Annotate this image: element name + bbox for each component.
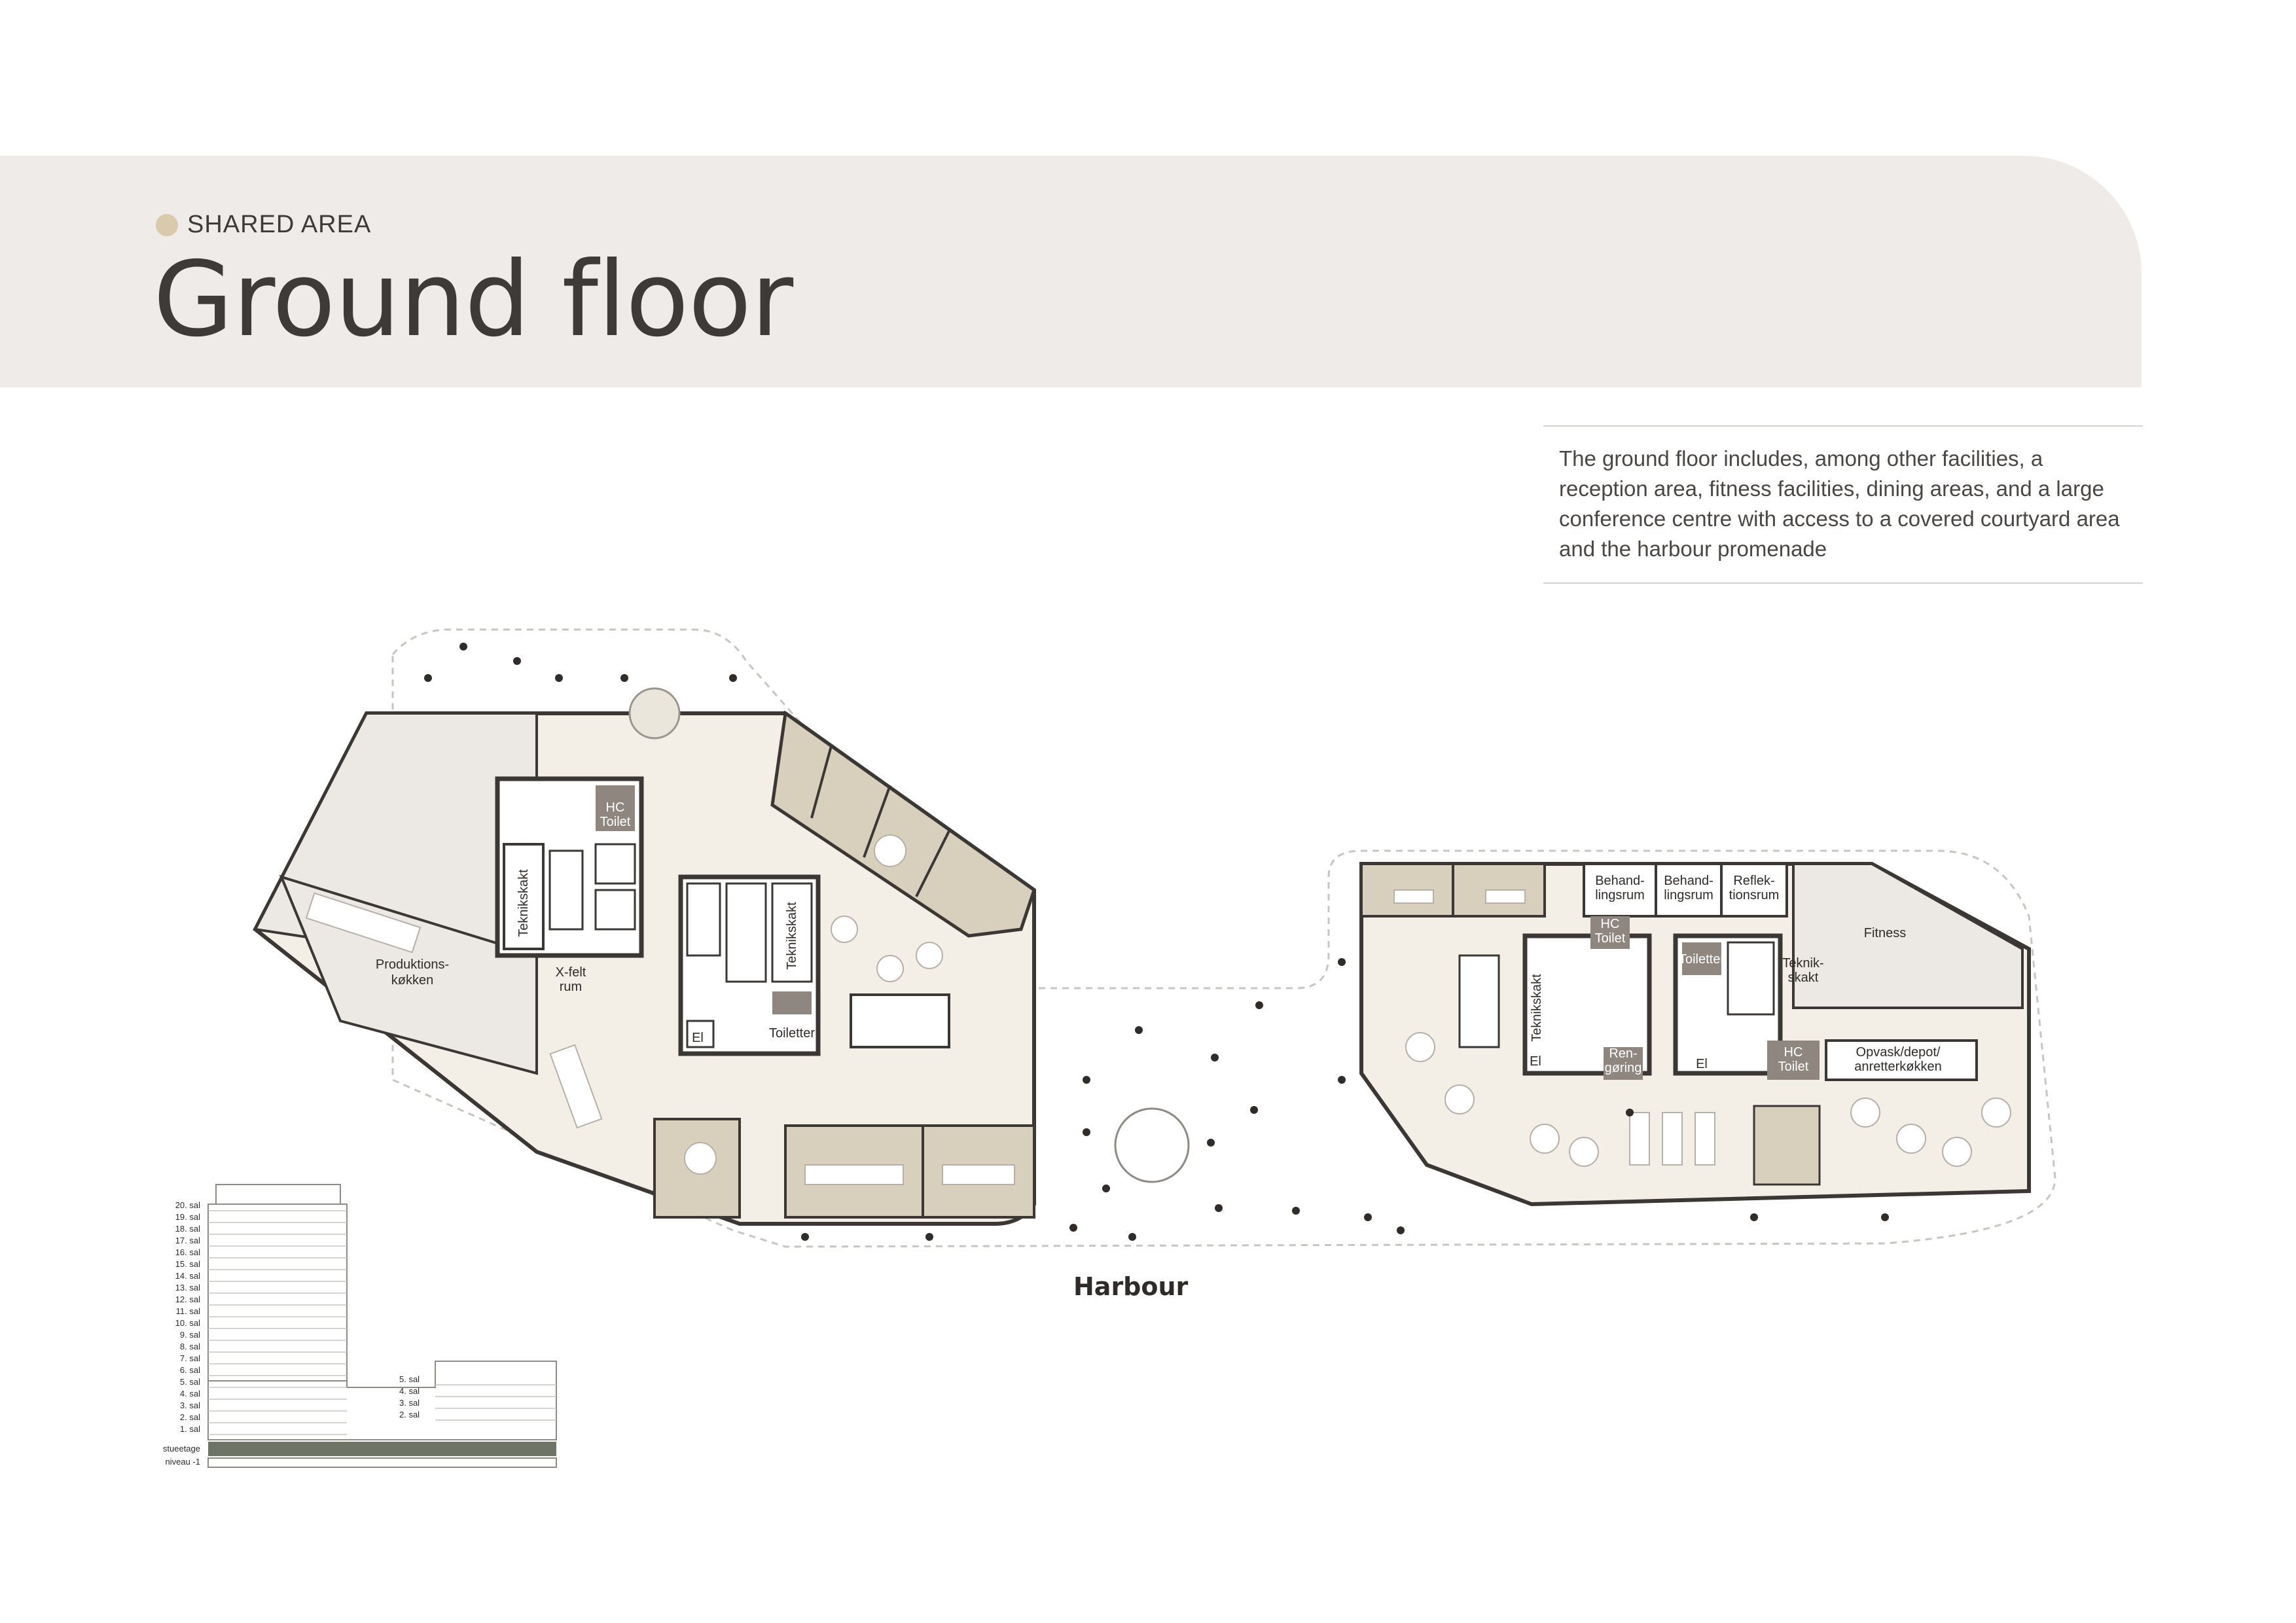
section-basement — [207, 1457, 557, 1468]
label-opvask-b: anretterkøkken — [1854, 1060, 1941, 1074]
section-floor-label: 12. sal — [175, 1294, 200, 1304]
label-ren-a: Ren- — [1609, 1046, 1637, 1061]
page-title: Ground floor — [153, 240, 793, 360]
section-floor-label: 10. sal — [175, 1318, 200, 1328]
label-toiletter-1: Toiletter — [769, 1026, 815, 1041]
site-outline — [391, 628, 2056, 1248]
section-floor-label: 20. sal — [175, 1200, 200, 1210]
section-floor-label: 14. sal — [175, 1271, 200, 1281]
description-text: The ground floor includes, among other f… — [1559, 446, 2120, 561]
tables-east — [1393, 889, 2011, 1167]
east-room-behand-1 — [1583, 863, 1657, 918]
section-floor-label: stueetage — [163, 1444, 200, 1454]
section-floor-label: 11. sal — [176, 1306, 200, 1316]
section-tower-top — [215, 1184, 341, 1205]
label-el-3: El — [1696, 1057, 1708, 1071]
shared-area-dot-icon — [156, 213, 178, 236]
section-ground-floor-highlight — [208, 1442, 556, 1456]
label-teknikskakt-2: Teknikskakt — [785, 902, 799, 970]
section-floor-label: 9. sal — [180, 1330, 200, 1340]
label-hc-toilet-1b: Toilet — [600, 815, 631, 829]
label-xfelt-b: rum — [560, 980, 582, 994]
section-floor-label: 5. sal — [180, 1377, 200, 1387]
courtyard-circle — [1114, 1107, 1190, 1183]
label-ren-b: gøring — [1605, 1061, 1642, 1075]
section-floor-label: 18. sal — [175, 1224, 200, 1234]
section-floor-label: niveau -1 — [166, 1457, 200, 1467]
label-produktions-b: køkken — [391, 973, 433, 988]
section-floor-label: 2. sal — [180, 1412, 200, 1422]
section-low-floor-label: 3. sal — [399, 1398, 420, 1408]
label-behand-2a: Behand- — [1664, 874, 1713, 888]
label-reflek-b: tionsrum — [1729, 888, 1780, 902]
label-teknikskakt-3: Teknikskakt — [1530, 974, 1544, 1042]
label-teknikskakt-1: Teknikskakt — [516, 869, 531, 937]
section-low-floor-label: 2. sal — [399, 1410, 420, 1419]
central-stair — [850, 993, 950, 1048]
label-behand-1a: Behand- — [1595, 874, 1645, 888]
label-reflek-a: Reflek- — [1733, 874, 1774, 888]
section-floor-label: 7. sal — [180, 1353, 200, 1363]
label-toiletter-2: Toiletter — [1679, 952, 1725, 967]
section-low-floor-label: 4. sal — [399, 1386, 420, 1396]
label-teknik-a: Teknik- — [1782, 956, 1823, 971]
eyebrow-label: SHARED AREA — [187, 211, 372, 238]
label-opvask-a: Opvask/depot/ — [1856, 1045, 1941, 1060]
tables-west — [305, 834, 1015, 1185]
building-section: 20. sal 19. sal 18. sal 17. sal 16. sal 15. s… — [163, 1184, 557, 1468]
label-behand-2b: lingsrum — [1664, 888, 1713, 902]
section-low-floor-label: 5. sal — [399, 1374, 420, 1384]
label-el-1: El — [692, 1031, 704, 1045]
scullery — [1825, 1039, 1978, 1081]
label-hc-toilet-2b: Toilet — [1595, 931, 1626, 946]
east-building: Behand- lingsrum Behand- lingsrum Reflek… — [1359, 862, 2031, 1207]
label-teknik-b: skakt — [1788, 971, 1819, 985]
section-tower — [207, 1204, 348, 1382]
label-hc-toilet-3b: Toilet — [1778, 1060, 1809, 1074]
section-floor-label: 1. sal — [180, 1424, 200, 1434]
east-room-south — [1753, 1105, 1821, 1186]
label-hc-toilet-2a: HC — [1601, 917, 1620, 931]
section-floor-label: 8. sal — [180, 1342, 200, 1351]
trees — [424, 643, 1889, 1241]
label-produktions-a: Produktions- — [376, 957, 449, 972]
label-el-2: El — [1530, 1054, 1541, 1069]
section-floor-label: 4. sal — [180, 1389, 200, 1399]
eyebrow: SHARED AREA — [156, 211, 371, 239]
label-behand-1b: lingsrum — [1595, 888, 1645, 902]
label-fitness: Fitness — [1864, 926, 1906, 940]
label-hc-toilet-3a: HC — [1784, 1045, 1803, 1060]
section-floor-label: 15. sal — [175, 1259, 200, 1269]
label-hc-toilet-1a: HC — [606, 800, 625, 815]
revolving-door — [628, 687, 681, 740]
label-xfelt-a: X-felt — [556, 965, 586, 980]
section-floor-label: 19. sal — [175, 1212, 200, 1222]
section-floor-label: 16. sal — [175, 1247, 200, 1257]
harbour-label: Harbour — [1073, 1272, 1189, 1301]
east-room-reflek — [1720, 863, 1788, 918]
section-floor-label: 3. sal — [180, 1400, 200, 1410]
meeting-rooms-northeast — [770, 710, 1036, 938]
description-box: The ground floor includes, among other f… — [1543, 425, 2143, 584]
header-band — [0, 156, 2142, 387]
section-floor-label: 13. sal — [175, 1283, 200, 1293]
west-building: HC Toilet Teknikskakt Teknikskakt Produk… — [253, 687, 1036, 1226]
section-floor-label: 17. sal — [175, 1236, 200, 1245]
section-floor-label: 6. sal — [180, 1365, 200, 1375]
fitness-room — [1792, 863, 2024, 1009]
east-stair — [1458, 954, 1500, 1048]
